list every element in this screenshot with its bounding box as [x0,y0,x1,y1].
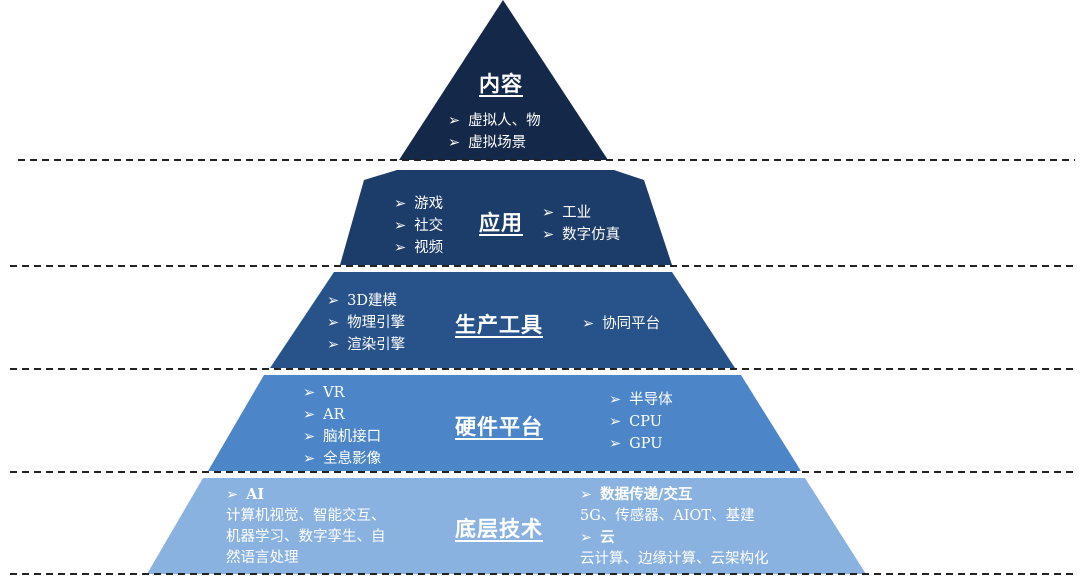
list-item: ➢协同平台 [582,316,661,332]
tier-base-title: 底层技术 [455,516,543,541]
text-line: 计算机视觉、智能交互、 [226,508,386,524]
tier-application-title: 应用 [479,210,523,235]
tier-hardware-left: ➢VR ➢AR ➢脑机接口 ➢全息影像 [303,382,381,470]
tier-hardware-right: ➢半导体 ➢CPU ➢GPU [609,389,673,455]
list-item-heading: ➢数据传递/交互 [580,486,693,503]
tier-base-left: ➢AI 计算机视觉、智能交互、 机器学习、数字孪生、自 然语言处理 [226,484,386,569]
arrow-bullet-icon: ➢ [327,337,340,353]
list-item: ➢全息影像 [303,451,382,467]
list-item: ➢虚拟场景 [448,135,527,151]
arrow-bullet-icon: ➢ [609,392,622,408]
list-item: ➢GPU [609,436,663,452]
list-item: ➢渲染引擎 [327,337,406,353]
list-item: ➢社交 [394,218,444,234]
list-item: ➢工业 [542,205,592,221]
arrow-bullet-icon: ➢ [394,240,407,256]
list-item: ➢半导体 [609,392,673,408]
tier-tools-right: ➢协同平台 [582,313,660,335]
tier-tools-shape [270,272,735,368]
tier-application-left: ➢游戏 ➢社交 ➢视频 [394,193,443,259]
tier-hardware-title: 硬件平台 [455,414,543,439]
tier-application-right: ➢工业 ➢数字仿真 [542,202,620,246]
arrow-bullet-icon: ➢ [226,487,239,503]
tier-base-shape [147,478,866,574]
list-item: ➢物理引擎 [327,315,406,331]
text-line: 云计算、边缘计算、云架构化 [580,551,769,567]
arrow-bullet-icon: ➢ [609,436,622,452]
text-line: 然语言处理 [226,550,299,566]
list-item: ➢CPU [609,414,662,430]
tier-content-items: ➢虚拟人、物 ➢虚拟场景 [448,110,541,154]
arrow-bullet-icon: ➢ [448,113,461,129]
tier-content-shape [399,0,608,160]
list-item: ➢3D建模 [327,293,398,309]
arrow-bullet-icon: ➢ [303,451,316,467]
arrow-bullet-icon: ➢ [609,414,622,430]
arrow-bullet-icon: ➢ [394,218,407,234]
divider-lines [10,159,1075,575]
arrow-bullet-icon: ➢ [580,530,593,546]
arrow-bullet-icon: ➢ [327,293,340,309]
tier-content-title: 内容 [479,71,523,96]
list-item: ➢视频 [394,240,444,256]
tier-hardware-shape [208,375,801,471]
list-item: ➢AR [303,407,345,423]
arrow-bullet-icon: ➢ [303,385,316,401]
arrow-bullet-icon: ➢ [582,316,595,332]
arrow-bullet-icon: ➢ [542,205,555,221]
arrow-bullet-icon: ➢ [448,135,461,151]
tier-tools-title: 生产工具 [455,312,543,337]
list-item: ➢虚拟人、物 [448,113,541,129]
text-line: 机器学习、数字孪生、自 [226,529,386,545]
tier-tools-left: ➢3D建模 ➢物理引擎 ➢渲染引擎 [327,290,405,356]
arrow-bullet-icon: ➢ [542,227,555,243]
tier-base-right: ➢数据传递/交互 5G、传感器、AIOT、基建 ➢云 云计算、边缘计算、云架构化 [580,484,769,570]
tier-application-shape [340,170,672,265]
arrow-bullet-icon: ➢ [394,196,407,212]
list-item: ➢VR [303,385,345,401]
arrow-bullet-icon: ➢ [327,315,340,331]
list-item-heading: ➢云 [580,529,615,546]
list-item: ➢脑机接口 [303,429,382,445]
arrow-bullet-icon: ➢ [303,407,316,423]
arrow-bullet-icon: ➢ [580,487,593,503]
text-line: 5G、传感器、AIOT、基建 [580,508,755,524]
arrow-bullet-icon: ➢ [303,429,316,445]
list-item: ➢数字仿真 [542,227,621,243]
list-item-heading: ➢AI [226,486,265,503]
list-item: ➢游戏 [394,196,444,212]
